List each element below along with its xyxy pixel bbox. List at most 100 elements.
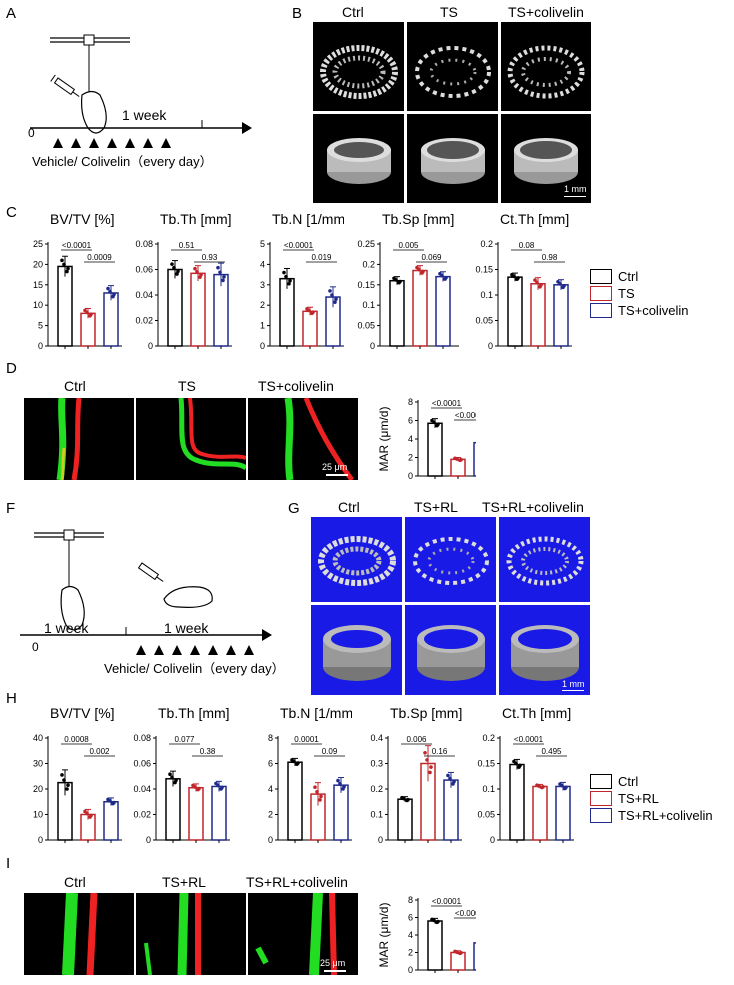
y-tick-label: 20 <box>33 259 43 269</box>
data-point <box>112 292 116 297</box>
chart-title: Tb.Th [mm] <box>158 705 230 721</box>
y-tick-label: 4 <box>268 784 273 794</box>
y-tick-label: 0 <box>38 835 43 845</box>
schematic-a <box>30 34 252 148</box>
panel-label-d: D <box>6 360 17 377</box>
g-trabecular-ctrl <box>311 517 402 602</box>
data-point <box>170 775 174 780</box>
d-label-ctrl: Ctrl <box>64 378 86 394</box>
data-point <box>394 278 398 282</box>
chart-title: Tb.N [1/mm] <box>272 211 344 227</box>
y-tick-label: 0.06 <box>133 759 151 769</box>
bar <box>450 458 466 477</box>
legend-swatch-tscol <box>590 303 612 318</box>
treatment-label-a: Vehicle/ Colivelin（every day） <box>32 154 213 169</box>
chart-title: Ct.Th [mm] <box>500 211 569 227</box>
data-point <box>315 790 319 794</box>
bar <box>427 920 443 971</box>
p-value-label: <0.0001 <box>432 897 462 906</box>
legend-tscol-label: TS+colivelin <box>618 303 689 318</box>
d-image-ts <box>136 398 246 480</box>
y-tick-label: 3 <box>260 280 265 290</box>
data-point <box>333 300 337 304</box>
data-point <box>564 785 568 790</box>
bar <box>57 265 73 347</box>
data-point <box>216 265 220 270</box>
bar <box>211 785 227 841</box>
data-point <box>85 310 89 315</box>
data-point <box>66 266 70 271</box>
chart-title: BV/TV [%] <box>50 211 115 227</box>
legend-h-swatch-tsrlcol <box>590 808 612 823</box>
legend-ctrl-label: Ctrl <box>618 269 639 284</box>
y-tick-label: 0.1 <box>362 300 375 310</box>
data-point <box>60 773 64 777</box>
data-point <box>222 275 226 279</box>
legend-h-tsrlcol-label: TS+RL+colivelin <box>618 808 713 823</box>
p-value-label: 0.51 <box>179 241 195 250</box>
data-point <box>459 457 463 462</box>
p-value-label: 0.006 <box>406 735 427 744</box>
i-scale-label: 25 μm <box>320 958 346 968</box>
g-label-tsrl: TS+RL <box>414 499 458 515</box>
data-point <box>287 281 291 286</box>
y-tick-label: 0 <box>488 341 493 351</box>
y-tick-label: 4 <box>260 259 265 269</box>
panel-label-c: C <box>6 204 17 221</box>
i-image-tsrlcol <box>248 893 358 975</box>
axis-zero-a: 0 <box>28 126 35 140</box>
data-point <box>220 785 224 790</box>
data-point <box>406 797 410 802</box>
data-point <box>330 293 334 297</box>
y-tick-label: 8 <box>408 397 413 407</box>
bar <box>167 268 183 347</box>
data-point <box>423 750 427 755</box>
bar <box>553 284 569 347</box>
p-value-label: <0.0001 <box>455 411 476 420</box>
data-point <box>459 951 463 955</box>
bar <box>473 942 476 971</box>
y-tick-label: 0.06 <box>135 265 153 275</box>
y-tick-label: 4 <box>408 930 413 940</box>
p-value-label: 0.077 <box>174 735 195 744</box>
mouse-free-icon <box>163 586 213 608</box>
data-point <box>537 784 541 788</box>
panel-label-g: G <box>288 500 300 517</box>
data-point <box>221 278 225 283</box>
y-tick-label: 30 <box>33 759 43 769</box>
data-point <box>296 761 300 765</box>
d-image-ctrl <box>24 398 134 480</box>
i-image-ctrl <box>24 893 134 975</box>
p-value-label: <0.0001 <box>455 909 476 918</box>
y-tick-label: 0.2 <box>480 239 493 249</box>
y-tick-label: 8 <box>408 895 413 905</box>
bar <box>103 801 119 841</box>
week2-label-f: 1 week <box>164 620 209 636</box>
data-point <box>66 783 70 787</box>
data-point <box>428 770 432 775</box>
bar <box>530 283 546 347</box>
p-value-label: 0.005 <box>398 241 419 250</box>
y-tick-label: 0.04 <box>135 290 153 300</box>
data-point <box>440 273 444 278</box>
b-label-ctrl: Ctrl <box>342 4 364 20</box>
panel-label-b: B <box>292 5 303 22</box>
i-label-tsrl: TS+RL <box>162 874 206 890</box>
y-tick-label: 0 <box>490 835 495 845</box>
panel-label-i: I <box>6 855 11 872</box>
bar <box>427 422 443 477</box>
i-scale-bar <box>324 970 346 972</box>
data-point <box>318 798 322 802</box>
data-point <box>108 289 112 294</box>
y-tick-label: 0.15 <box>477 759 495 769</box>
data-point <box>446 773 450 778</box>
syringe-f-icon <box>137 562 164 582</box>
data-point <box>319 794 323 799</box>
y-tick-label: 0 <box>408 471 413 481</box>
